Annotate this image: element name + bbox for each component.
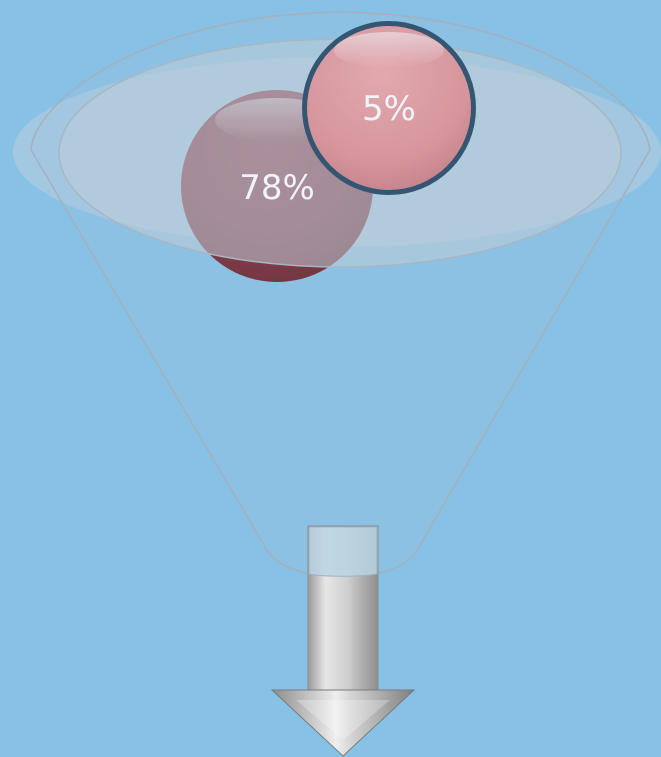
funnel-body bbox=[30, 11, 651, 578]
funnel-spout bbox=[308, 526, 378, 577]
ball-small bbox=[302, 21, 476, 195]
ball-small-label: 5% bbox=[362, 89, 416, 129]
ball-large-label: 78% bbox=[239, 168, 315, 208]
